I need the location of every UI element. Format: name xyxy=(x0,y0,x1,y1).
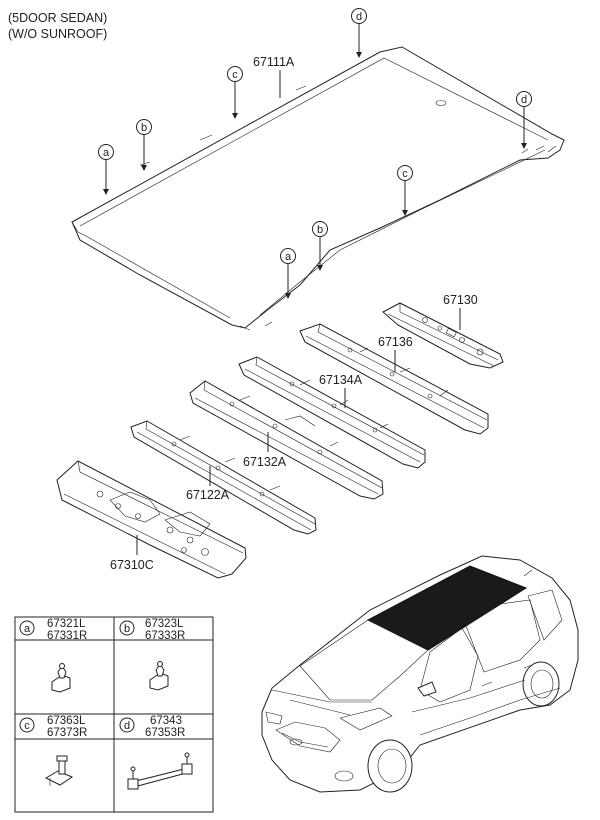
part-label-front-rail: 67310C xyxy=(110,558,154,572)
svg-text:67333R: 67333R xyxy=(145,630,185,642)
svg-text:67331R: 67331R xyxy=(47,630,87,642)
part-label-bow-67134a: 67134A xyxy=(319,373,363,387)
legend-cell-c: c 67363L 67373R xyxy=(19,715,87,786)
svg-text:67321L: 67321L xyxy=(47,618,86,630)
svg-text:c: c xyxy=(232,69,238,81)
svg-text:b: b xyxy=(124,623,130,635)
svg-text:67353R: 67353R xyxy=(145,727,185,739)
part-label-bow-67122a: 67122A xyxy=(186,488,230,502)
callout-d-right: d xyxy=(516,91,532,149)
header-line-2: (W/O SUNROOF) xyxy=(8,27,107,41)
clip-a-icon xyxy=(51,663,71,693)
svg-text:67323L: 67323L xyxy=(145,618,184,630)
roof-bow-67134a xyxy=(238,356,426,469)
legend-cell-b: b 67323L 67333R xyxy=(119,618,185,691)
part-label-bow-67132a: 67132A xyxy=(243,455,287,469)
svg-text:b: b xyxy=(317,224,323,236)
callout-d-top: d xyxy=(351,8,367,58)
clip-c-icon xyxy=(44,755,74,786)
roof-bow-67132a xyxy=(189,380,384,500)
svg-text:d: d xyxy=(356,11,362,23)
clip-b-icon xyxy=(149,661,169,691)
legend-cell-d: d 67343 67353R xyxy=(119,715,193,790)
roof-headlining-panel xyxy=(71,46,565,331)
svg-text:67343: 67343 xyxy=(150,715,182,727)
callout-b-left: b xyxy=(136,119,152,171)
callout-b-right: b xyxy=(312,221,328,271)
svg-text:a: a xyxy=(285,251,292,263)
svg-text:c: c xyxy=(24,720,30,732)
rear-roof-rail xyxy=(382,302,504,369)
callout-a-left: a xyxy=(98,144,114,195)
roof-bow-67136 xyxy=(299,323,489,435)
svg-text:67373R: 67373R xyxy=(47,727,87,739)
part-label-rear-rail: 67130 xyxy=(443,293,478,307)
callout-a-right: a xyxy=(280,248,296,299)
svg-text:c: c xyxy=(402,168,408,180)
roof-bow-67122a xyxy=(130,420,317,535)
part-label-bow-67136: 67136 xyxy=(378,335,413,349)
svg-text:a: a xyxy=(103,147,110,159)
svg-text:d: d xyxy=(124,720,130,732)
part-label-headlining: 67111A xyxy=(253,55,295,69)
svg-text:67363L: 67363L xyxy=(47,715,86,727)
callout-c-right: c xyxy=(397,165,413,216)
callout-c-left: c xyxy=(227,66,243,119)
fastener-legend-table xyxy=(14,616,214,813)
front-roof-rail xyxy=(56,460,247,579)
legend-cell-a: a 67321L 67331R xyxy=(19,618,87,693)
svg-text:b: b xyxy=(141,122,147,134)
svg-text:d: d xyxy=(521,94,527,106)
clip-d-icon xyxy=(127,752,193,790)
svg-text:a: a xyxy=(24,623,31,635)
vehicle-illustration xyxy=(261,555,579,793)
header-line-1: (5DOOR SEDAN) xyxy=(8,11,107,25)
